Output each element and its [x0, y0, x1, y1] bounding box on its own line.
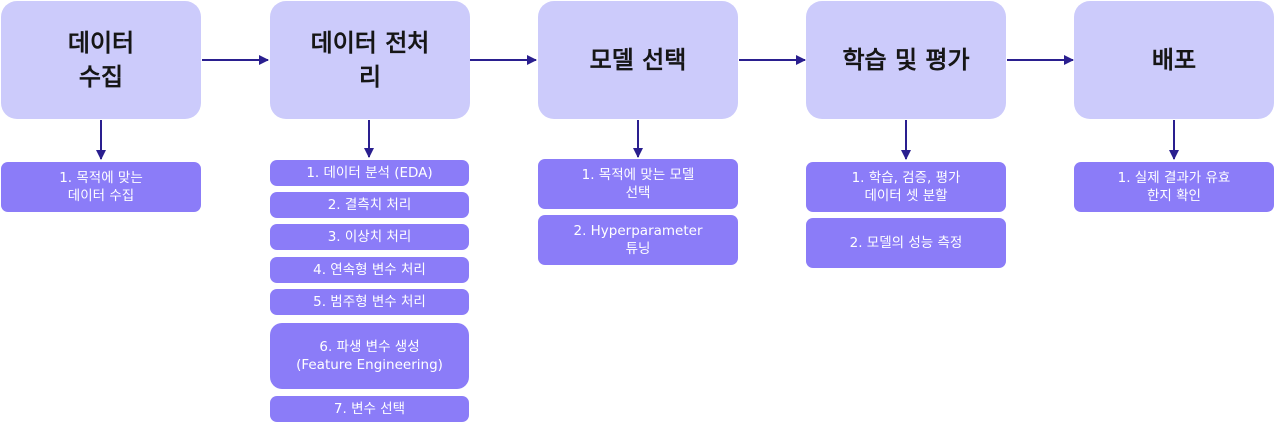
step-label: 4. 연속형 변수 처리: [313, 262, 426, 278]
step-box: 6. 파생 변수 생성 (Feature Engineering): [270, 323, 469, 389]
stage-title: 학습 및 평가: [842, 46, 970, 74]
step-label: 1. 목적에 맞는 데이터 수집: [59, 170, 143, 204]
stage-deployment: 배포: [1074, 1, 1274, 119]
step-box: 7. 변수 선택: [270, 396, 469, 422]
step-label: 1. 목적에 맞는 모델 선택: [581, 167, 695, 201]
step-box: 1. 실제 결과가 유효 한지 확인: [1074, 162, 1274, 212]
step-label: 5. 범주형 변수 처리: [313, 294, 426, 310]
step-label: 2. 모델의 성능 측정: [849, 235, 963, 251]
step-box: 2. 모델의 성능 측정: [806, 218, 1006, 268]
step-box: 2. 결측치 처리: [270, 192, 469, 218]
step-box: 1. 목적에 맞는 데이터 수집: [1, 162, 201, 212]
step-box: 4. 연속형 변수 처리: [270, 257, 469, 283]
stage-title: 모델 선택: [589, 46, 687, 74]
step-box: 1. 학습, 검증, 평가 데이터 셋 분할: [806, 162, 1006, 212]
stage-preprocessing: 데이터 전처 리: [270, 1, 470, 119]
step-label: 1. 실제 결과가 유효 한지 확인: [1117, 170, 1231, 204]
step-label: 6. 파생 변수 생성 (Feature Engineering): [296, 339, 443, 373]
stage-data-collection: 데이터 수집: [1, 1, 201, 119]
step-box: 5. 범주형 변수 처리: [270, 289, 469, 315]
step-box: 2. Hyperparameter 튜닝: [538, 215, 738, 265]
step-box: 1. 데이터 분석 (EDA): [270, 160, 469, 186]
stage-title: 데이터 수집: [67, 29, 135, 91]
step-label: 1. 학습, 검증, 평가 데이터 셋 분할: [851, 170, 961, 204]
step-box: 1. 목적에 맞는 모델 선택: [538, 159, 738, 209]
step-box: 3. 이상치 처리: [270, 224, 469, 250]
step-label: 2. Hyperparameter 튜닝: [573, 223, 703, 257]
stage-title: 배포: [1151, 46, 1197, 74]
step-label: 3. 이상치 처리: [327, 229, 412, 245]
step-label: 1. 데이터 분석 (EDA): [306, 165, 433, 181]
stage-title: 데이터 전처 리: [310, 29, 430, 91]
step-label: 2. 결측치 처리: [327, 197, 412, 213]
stage-train-evaluate: 학습 및 평가: [806, 1, 1006, 119]
step-label: 7. 변수 선택: [333, 401, 406, 417]
stage-model-selection: 모델 선택: [538, 1, 738, 119]
